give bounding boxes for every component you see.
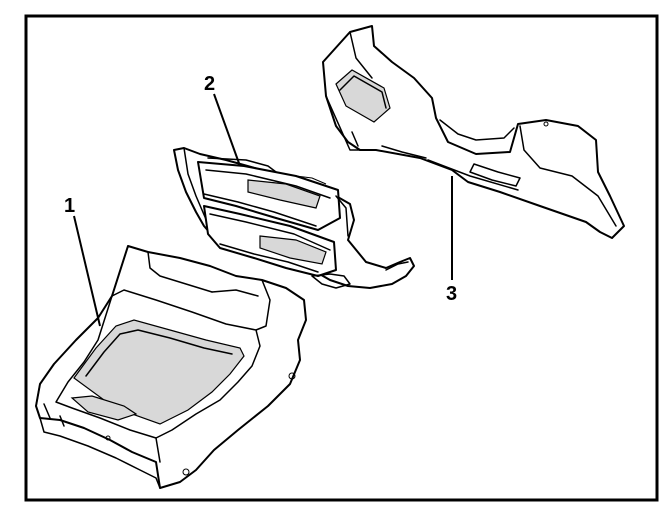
- part-3-lower-trim-panel: [322, 25, 625, 239]
- part-1-console-housing: [35, 245, 307, 489]
- part-2-center-bezel: [173, 147, 415, 289]
- leader-line-2: [213, 93, 241, 167]
- diagram-border: [24, 14, 659, 502]
- callout-number-1: 1: [64, 195, 75, 217]
- callout-number-2: 2: [204, 73, 215, 95]
- leader-line-1: [73, 215, 101, 327]
- callout-number-3: 3: [446, 283, 457, 305]
